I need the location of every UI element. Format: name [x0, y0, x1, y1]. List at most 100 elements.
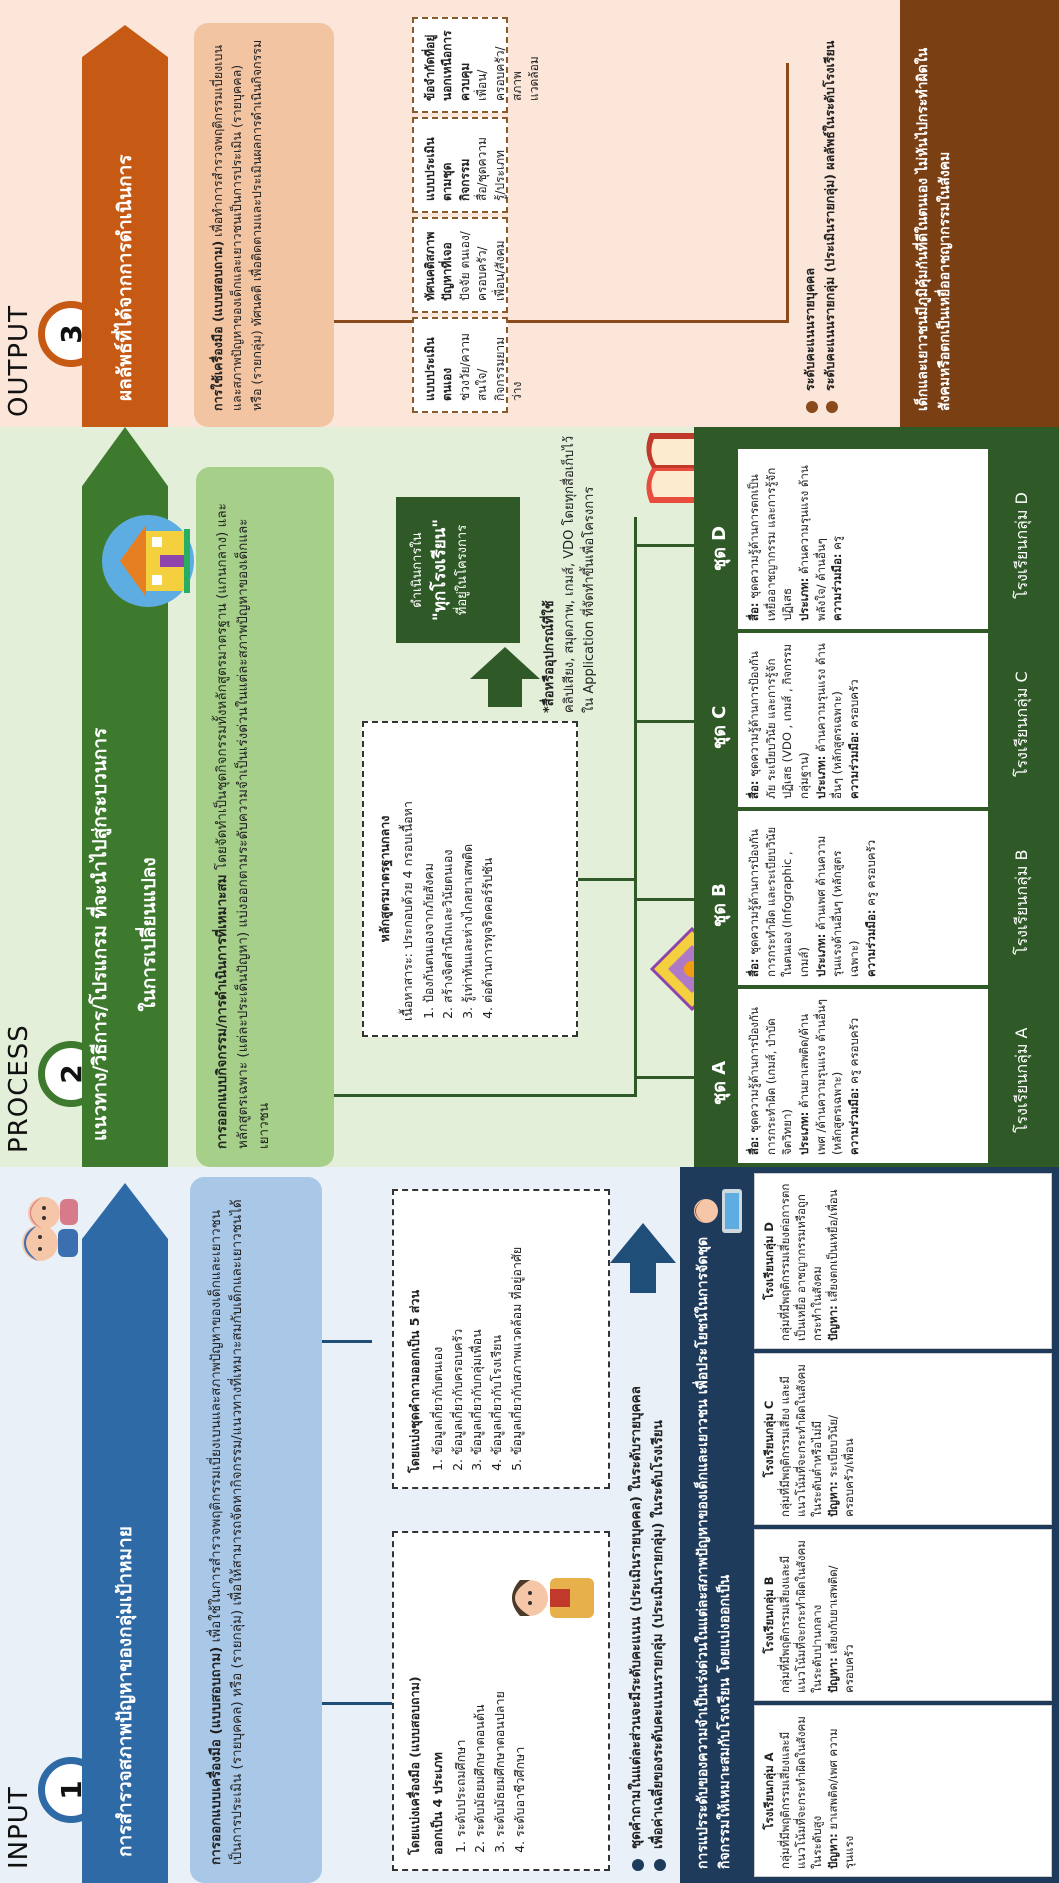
school-building-icon: [100, 511, 196, 611]
pack-media-label: สื่อ:: [747, 602, 761, 621]
pack-d-card: สื่อ: ชุดความรู้ด้านการตกเป็นเหยื่ออาชญา…: [738, 449, 988, 629]
process-description-box: การออกแบบกิจกรรม/การดำเนินการที่เหมาะสม …: [196, 467, 334, 1167]
core-curriculum-intro: เนื้อหาสาระ: ประกอบด้วย 4 กรอบเนื้อหา: [399, 801, 415, 1021]
pack-label: ชุด B: [709, 883, 730, 927]
input-desc-bold: การออกแบบเครื่องมือ (แบบสอบถาม): [208, 1646, 224, 1865]
output-box-sub: ปัจจัย ตนเอง/ครอบครัว/เพื่อน/สังคม: [457, 231, 507, 301]
school-group-title: โรงเรียนกลุ่ม B: [762, 1576, 776, 1654]
process-stage-label: PROCESS: [4, 1024, 34, 1153]
input-bullet: เพื่อค่าเฉลี่ยของระดับคะแนนรายกลุ่ม (ประ…: [648, 1311, 670, 1871]
core-curriculum-list: ป้องกันตนเองจากภัยสังคม สร้างจิตสำนึกและ…: [420, 737, 498, 1021]
pack-group-label: โรงเรียนกลุ่ม B: [1012, 849, 1031, 955]
packs-bus-line: [634, 517, 637, 1097]
question-part-item: ข้อมูลเกี่ยวกับครอบครัว: [449, 1205, 468, 1455]
school-problem-label: ปัญหา:: [826, 1305, 841, 1341]
pack-coop: ครู ครอบครัว: [847, 1017, 862, 1088]
teacher-laptop-icon: [688, 1179, 746, 1243]
all-schools-box: ดำเนินการใน "ทุกโรงเรียน" ที่อยู่ในโครงก…: [396, 497, 520, 643]
output-box-limitations: ข้อจำกัดที่อยู่นอกเหนือการควบคุม เพื่อน/…: [412, 17, 541, 113]
media-text: คลิปเสียง, สมุดภาพ, เกมส์, VDO โดยทุกสื่…: [562, 435, 598, 713]
pack-coop: ครอบครัว: [847, 679, 862, 732]
pack-type-label: ประเภท:: [797, 1111, 812, 1155]
school-group-desc: กลุ่มที่มีพฤติกรรมเสี่ยงต่อการตกเป็นเหยื…: [778, 1183, 825, 1341]
process-panel: PROCESS 2 แนวทาง/วิธีการ/โปรแกรม ที่จะนำ…: [0, 427, 1059, 1167]
output-description-box: การใช้เครื่องมือ (แบบสอบถาม) เพื่อทำการส…: [194, 23, 334, 427]
output-banner: ผลลัพธ์ที่ได้จากการดำเนินการ: [82, 25, 168, 427]
question-part-item: ข้อมูลเกี่ยวกับตนเอง: [429, 1205, 448, 1455]
pack-group-label: โรงเรียนกลุ่ม A: [1012, 1027, 1031, 1133]
tool-types-subheading: ออกเป็น 4 ประเภท: [429, 1752, 445, 1855]
deploy-line3: ที่อยู่ในโครงการ: [455, 524, 470, 616]
pack-b-card: สื่อ: ชุดความรู้ด้านการป้องกันการกระทำผิ…: [738, 811, 988, 985]
pack-group-label: โรงเรียนกลุ่ม C: [1012, 671, 1031, 777]
input-banner: การสำรวจสภาพปัญหาของกลุ่มเป้าหมาย: [82, 1183, 168, 1883]
pack-media-label: สื่อ:: [747, 1136, 761, 1155]
question-part-item: ข้อมูลเกี่ยวกับสภาพแวดล้อม ที่อยู่อาศัย: [508, 1205, 527, 1455]
question-parts-box: โดยแบ่งชุดคำถามออกเป็น 5 ส่วน ข้อมูลเกี่…: [392, 1189, 610, 1489]
core-curriculum-heading: หลักสูตรมาตรฐานกลาง: [377, 815, 392, 943]
pack-group-label: โรงเรียนกลุ่ม D: [1012, 492, 1031, 599]
school-problem: เสี่ยงตกเป็นเหยื่อ/เพื่อน: [826, 1189, 841, 1306]
pack-media: ชุดความรู้ด้านการป้องกันการกระทำผิด (เกม…: [747, 1007, 795, 1155]
input-down-arrow: [610, 1223, 676, 1293]
question-parts-heading: โดยแบ่งชุดคำถามออกเป็น 5 ส่วน: [407, 1290, 422, 1473]
output-box-title: แบบประเมินตามชุดกิจกรรม: [423, 137, 472, 201]
output-desc-bold: การใช้เครื่องมือ (แบบสอบถาม): [210, 240, 225, 411]
pack-a-card: สื่อ: ชุดความรู้ด้านการป้องกันการกระทำผิ…: [738, 989, 988, 1163]
core-to-packs-connector: [578, 878, 636, 881]
input-summary-text: การแปรระดับของความจำเป็นเร่งด่วนในแต่ละส…: [695, 1236, 734, 1869]
deploy-line1: ดำเนินการใน: [410, 532, 425, 608]
output-box-title: ทัศนคติสภาพปัญหาที่เจอ: [423, 231, 455, 301]
student-icon: [500, 1553, 600, 1643]
process-banner-line2: ในการเปลี่ยนแปลง: [138, 857, 161, 1012]
pack-media: ชุดความรู้ด้านการป้องกันการกระทำผิด และร…: [747, 826, 812, 977]
output-box-sub: ช่วงวัย/ความสนใจ/กิจกรรมยามว่าง: [457, 333, 524, 401]
school-group-title: โรงเรียนกลุ่ม C: [762, 1400, 776, 1478]
school-group-b-card: โรงเรียนกลุ่ม B กลุ่มที่มีพฤติกรรมเสี่ยง…: [754, 1529, 1052, 1701]
tool-type-item: ระดับมัธยมศึกษาตอนต้น: [471, 1547, 490, 1837]
input-banner-text: การสำรวจสภาพปัญหาของกลุ่มเป้าหมาย: [113, 1526, 136, 1857]
process-connector-main: [334, 1094, 634, 1097]
school-group-a-card: โรงเรียนกลุ่ม A กลุ่มที่มีพฤติกรรมเสี่ยง…: [754, 1705, 1052, 1877]
school-group-desc: กลุ่มที่มีพฤติกรรมเสี่ยงและมีแนวโน้มที่จ…: [778, 1540, 825, 1693]
output-panel: OUTPUT 3 ผลลัพธ์ที่ได้จากการดำเนินการ กา…: [0, 0, 1059, 427]
school-group-d-card: โรงเรียนกลุ่ม D กลุ่มที่มีพฤติกรรมเสี่ยง…: [754, 1173, 1052, 1349]
output-box-sub: สื่อ/ชุดความรู้/ประเภท: [475, 137, 507, 201]
question-part-item: ข้อมูลเกี่ยวกับกลุ่มเพื่อน: [468, 1205, 487, 1455]
process-desc-bold: การออกแบบกิจกรรม/การดำเนินการที่เหมาะสม: [214, 874, 230, 1149]
process-banner-line1: แนวทาง/วิธีการ/โปรแกรม ที่จะนำไปสู่กระบว…: [88, 727, 111, 1141]
school-problem-label: ปัญหา:: [826, 1657, 841, 1693]
pack-label: ชุด A: [709, 1060, 730, 1105]
core-topic-item: ต่อต้านการทุจริตคอร์รัปชัน: [479, 737, 498, 1003]
core-topic-item: รู้เท่าทันและห่างไกลยาเสพติด: [459, 737, 478, 1003]
output-box-self-assessment: แบบประเมินตนเอง ช่วงวัย/ความสนใจ/กิจกรรม…: [412, 317, 524, 413]
pack-coop: ครู ครอบครัว: [863, 839, 878, 910]
output-box-activity-eval: แบบประเมินตามชุดกิจกรรม สื่อ/ชุดความรู้/…: [412, 117, 508, 213]
pack-coop-label: ความร่วมมือ:: [830, 553, 845, 622]
core-topic-item: สร้างจิตสำนึกและวินัยตนเอง: [439, 737, 458, 1003]
pack-coop-label: ความร่วมมือ:: [847, 1087, 862, 1156]
media-note: *สื่อหรืออุปกรณ์ที่ใช้ คลิปเสียง, สมุดภา…: [540, 427, 600, 713]
pack-coop-label: ความร่วมมือ:: [863, 909, 878, 978]
final-result-box: เด็กและเยาวชนมีภูมิคุ้มกันที่ดีในตนเอง ไ…: [900, 0, 1059, 427]
output-bullet: ระดับคะแนนรายกลุ่ม (ประเมินรายกลุ่ม) ผลล…: [820, 23, 840, 413]
deploy-line2: "ทุกโรงเรียน": [429, 518, 450, 622]
input-panel: INPUT 1 การสำรวจสภาพปัญหาของกลุ่มเป้าหมา…: [0, 1167, 1059, 1883]
school-group-desc: กลุ่มที่มีพฤติกรรมเสี่ยงและมีแนวโน้มที่จ…: [778, 1716, 825, 1869]
output-box-sub: เพื่อน/ครอบครัว/สภาพแวดล้อม: [475, 46, 542, 101]
pack-media: ชุดความรู้ด้านการป้องกันภัย ระเบียบวินัย…: [747, 644, 812, 799]
pack-coop: ครู: [830, 535, 845, 554]
output-bullets: ระดับคะแนนรายบุคคล ระดับคะแนนรายกลุ่ม (ป…: [800, 23, 840, 413]
pack-type-label: ประเภท:: [813, 933, 828, 977]
input-summary-panel: การแปรระดับของความจำเป็นเร่งด่วนในแต่ละส…: [680, 1167, 1059, 1883]
input-bullet: ชุดคำถามในแต่ละส่วนจะมีระดับคะแนน (ประเม…: [626, 1311, 648, 1871]
output-box-attitude: ทัศนคติสภาพปัญหาที่เจอ ปัจจัย ตนเอง/ครอบ…: [412, 217, 508, 313]
school-group-c-card: โรงเรียนกลุ่ม C กลุ่มที่มีพฤติกรรมเสี่ยง…: [754, 1353, 1052, 1525]
output-banner-text: ผลลัพธ์ที่ได้จากการดำเนินการ: [113, 154, 136, 401]
pack-c-card: สื่อ: ชุดความรู้ด้านการป้องกันภัย ระเบีย…: [738, 633, 988, 807]
question-parts-list: ข้อมูลเกี่ยวกับตนเอง ข้อมูลเกี่ยวกับครอบ…: [429, 1205, 527, 1473]
school-problem-label: ปัญหา:: [826, 1833, 841, 1869]
tool-types-heading: โดยแบ่งเครื่องมือ (แบบสอบถาม): [407, 1676, 422, 1855]
school-group-desc: กลุ่มที่มีพฤติกรรมเสี่ยง และมีแนวโน้มที่…: [778, 1364, 825, 1517]
